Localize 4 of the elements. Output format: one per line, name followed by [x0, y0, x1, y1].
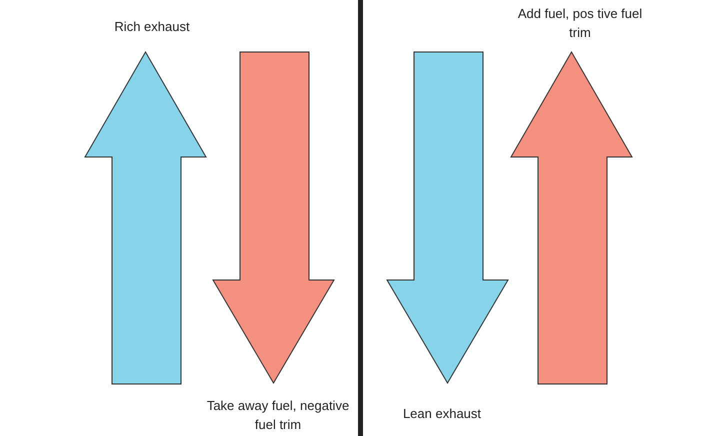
arrow-caption: Take away fuel, negative fuel trim	[206, 397, 350, 434]
arrow-caption: Add fuel, pos tive fuel trim	[516, 5, 644, 42]
arrow-caption: Rich exhaust	[113, 18, 191, 36]
arrow-caption: Lean exhaust	[402, 405, 482, 423]
